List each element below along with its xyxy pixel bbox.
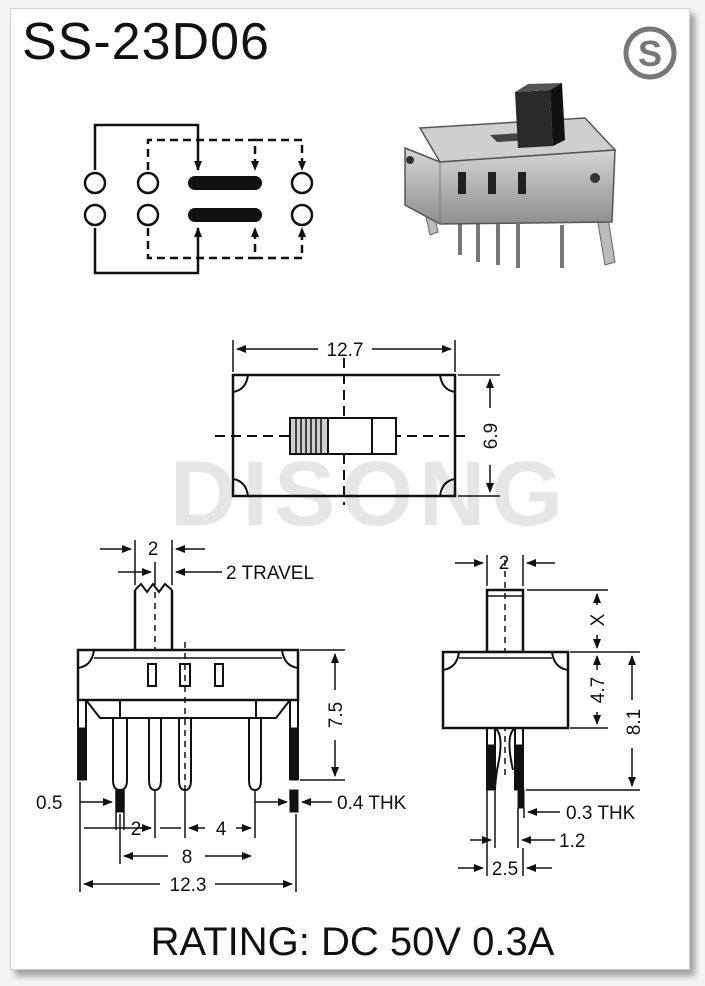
dim-top-height: 6.9 [481, 423, 502, 449]
dim-side-pin-thickness: 0.3 THK [566, 803, 636, 824]
model-title: SS-23D06 [22, 13, 270, 71]
dim-pin-pitch: 2 [131, 819, 142, 840]
dim-pin-thickness: 0.4 THK [337, 793, 407, 814]
dim-pin-span-4: 4 [216, 819, 227, 840]
dim-travel: 2 TRAVEL [226, 563, 314, 584]
dim-side-body-height: 4.7 [588, 677, 609, 703]
rating-text: RATING: DC 50V 0.3A [150, 920, 555, 964]
dim-overall-width: 12.3 [170, 875, 207, 896]
dim-pin-width: 0.5 [36, 793, 62, 814]
side-view [441, 555, 640, 876]
brand-logo: S [623, 26, 677, 80]
dim-actuator-height-x: X [588, 613, 609, 626]
dim-side-pin-spacing: 2.5 [492, 859, 518, 880]
dim-side-overall-height: 8.1 [624, 709, 645, 735]
top-view [215, 340, 500, 505]
dim-pin-span-8: 8 [182, 847, 193, 868]
front-view [76, 540, 345, 892]
product-illustration [404, 83, 617, 268]
dim-side-actuator-width: 2 [499, 553, 510, 574]
dim-top-width: 12.7 [327, 340, 364, 361]
logo-letter: S [638, 33, 662, 74]
dim-body-height: 7.5 [326, 702, 347, 728]
watermark: DISONG [170, 443, 569, 545]
dim-actuator-width: 2 [148, 539, 159, 560]
dim-side-pin-offset: 1.2 [559, 831, 585, 852]
circuit-schematic [83, 123, 314, 275]
